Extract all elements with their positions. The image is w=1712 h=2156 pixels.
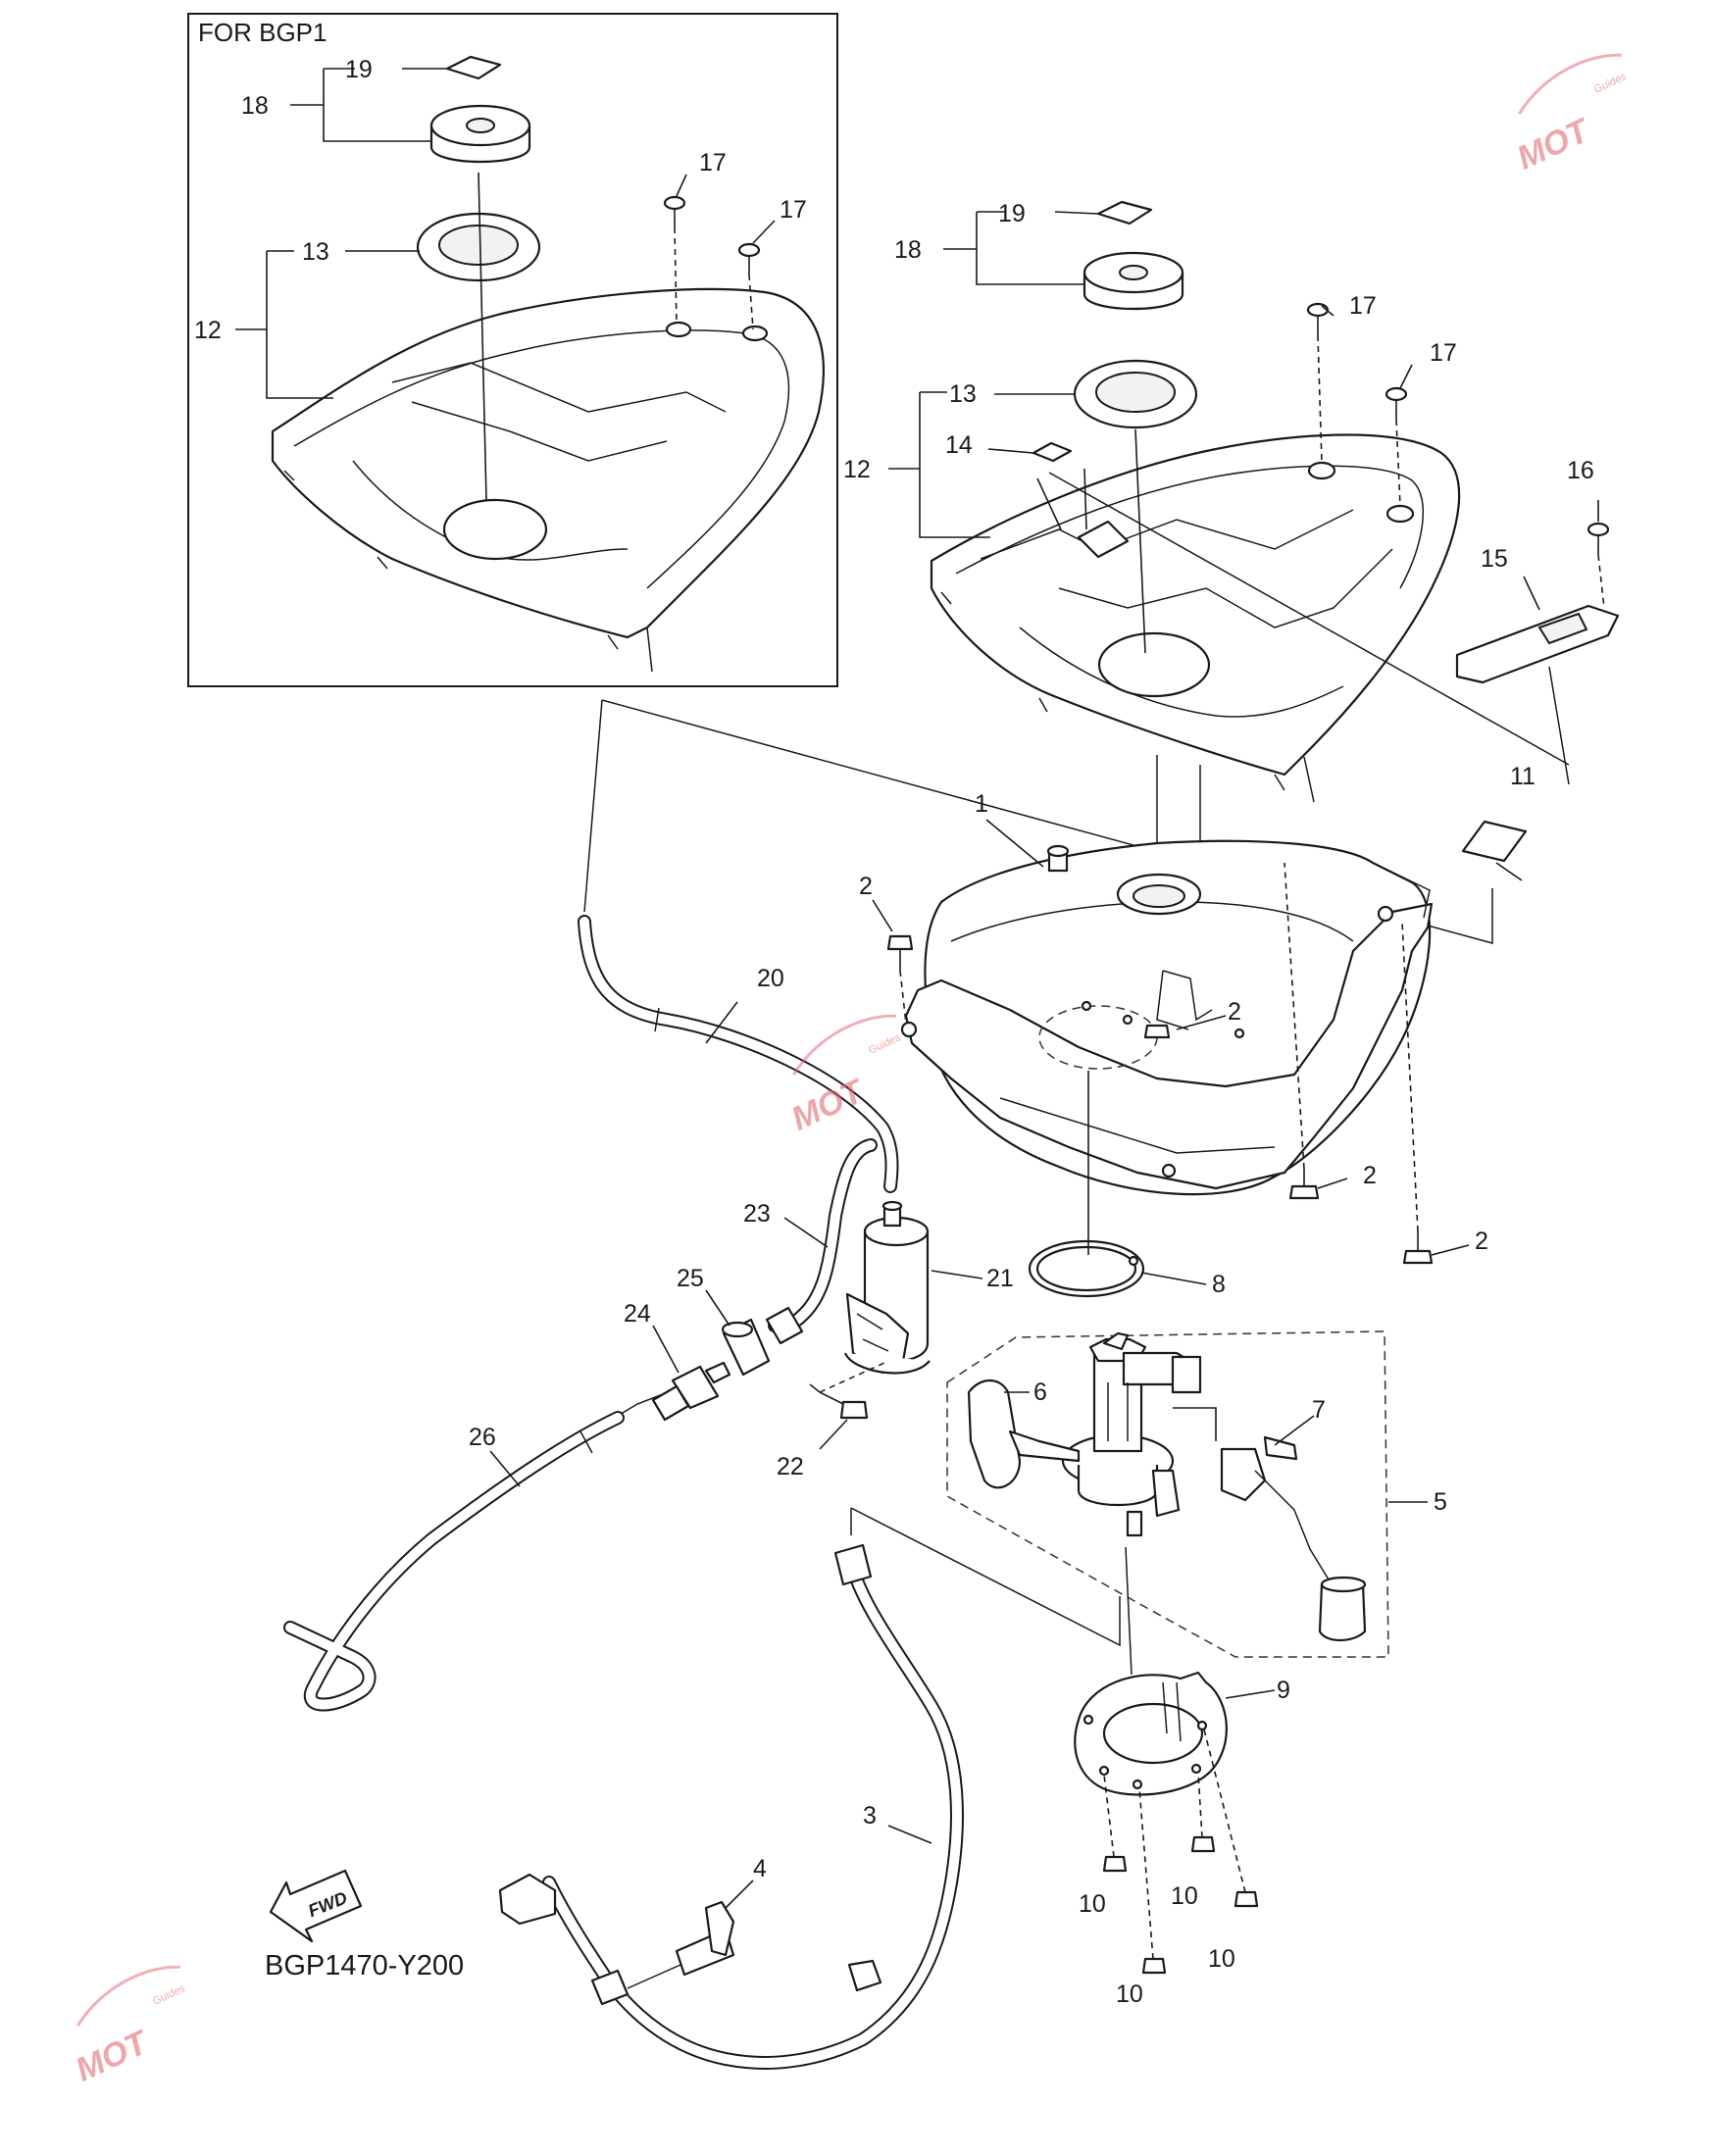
label-16: 16 [1567,457,1594,484]
label-11: 11 [1510,763,1536,790]
inset-screw-17a [663,195,686,325]
label-25: 25 [677,1265,704,1292]
label-18: 18 [894,236,922,264]
fuel-tank-1 [900,839,1434,1196]
sender-7 [1220,1435,1367,1642]
inset-tank-cover [271,287,825,673]
label-17b-inset: 17 [780,196,807,224]
bracket-4 [675,1900,735,1977]
label-1: 1 [975,790,988,818]
label-4: 4 [753,1855,767,1882]
lid-15 [1455,604,1620,684]
pad-19 [1096,200,1153,226]
label-17b: 17 [1430,339,1457,367]
label-21: 21 [986,1265,1014,1292]
label-13: 13 [949,380,977,408]
label-2b: 2 [1228,998,1241,1026]
label-6: 6 [1033,1379,1047,1406]
label-12: 12 [843,456,871,483]
label-15: 15 [1481,545,1508,573]
hose-20 [578,915,899,1193]
label-10a: 10 [1079,1890,1106,1918]
label-2c: 2 [1363,1162,1377,1189]
bolt-10c [1190,1772,1216,1853]
label-13-inset: 13 [302,238,329,266]
inset-grommet-13 [416,212,541,282]
label-18-inset: 18 [241,92,269,120]
label-17a-inset: 17 [699,149,727,176]
hose-26 [283,1411,625,1712]
label-2a: 2 [859,873,873,900]
watermark-sub-2: Guides [867,1031,903,1057]
label-7: 7 [1312,1396,1326,1424]
diagram-code: BGP1470-Y200 [265,1950,464,1981]
bolt-2a [886,934,914,1025]
label-10d: 10 [1116,1981,1143,2008]
joint-24 [651,1361,731,1422]
bolt-10a [1102,1774,1128,1873]
inset-screw-17b [737,242,761,330]
label-9: 9 [1277,1677,1290,1704]
cap-18 [1083,251,1184,311]
label-3: 3 [863,1802,877,1830]
inset-pad-19 [445,55,502,80]
inset-cap-18 [429,104,531,164]
fuel-pump-body [1061,1331,1202,1537]
label-19: 19 [998,200,1026,227]
watermark-sub-3: Guides [151,1982,187,2008]
watermark-brand: MOT [1511,111,1596,177]
bolt-2d [1401,921,1434,1265]
watermark-bottom-left: MOT Guides [70,1965,187,2089]
gasket-8 [1028,1239,1145,1298]
joint-25 [721,1318,771,1377]
watermark-sub: Guides [1592,71,1629,96]
inset-bgp1: FOR BGP1 [187,13,838,687]
bolt-2b [1143,1024,1171,1039]
pump-assembly-box [946,1330,1389,1658]
watermark-top-right: MOT Guides [1511,53,1629,177]
screw-16 [1586,522,1610,609]
watermark-brand-3: MOT [70,2023,155,2089]
label-23: 23 [743,1200,771,1228]
label-12-inset: 12 [194,317,222,344]
label-26: 26 [469,1424,496,1451]
label-8: 8 [1212,1271,1226,1298]
label-10c: 10 [1208,1945,1235,1973]
tag-11 [1461,820,1528,863]
label-19-inset: 19 [345,56,373,83]
bolt-10d [1203,1729,1259,1908]
label-17a: 17 [1349,292,1377,320]
inset-title: FOR BGP1 [198,18,327,47]
label-5: 5 [1434,1488,1447,1516]
bolt-2c [1284,862,1320,1200]
plate-9 [1074,1671,1228,1796]
fwd-arrow-icon: FWD [269,1869,363,1943]
canister-21 [843,1200,931,1375]
fuel-hose-3 [498,1543,964,2070]
label-20: 20 [757,965,784,992]
tank-cover-12 [930,433,1461,803]
label-24: 24 [624,1300,651,1328]
bolt-10b [1138,1787,1167,1975]
hose-joint [765,1306,804,1345]
bolt-22 [809,1362,885,1420]
label-14: 14 [945,431,973,459]
grommet-13 [1073,359,1198,429]
label-22: 22 [777,1453,804,1480]
screw-17b [1385,386,1408,507]
filter-6 [967,1379,1081,1489]
label-10b: 10 [1171,1882,1198,1910]
clip-14 [1032,441,1073,463]
label-2d: 2 [1475,1228,1488,1255]
